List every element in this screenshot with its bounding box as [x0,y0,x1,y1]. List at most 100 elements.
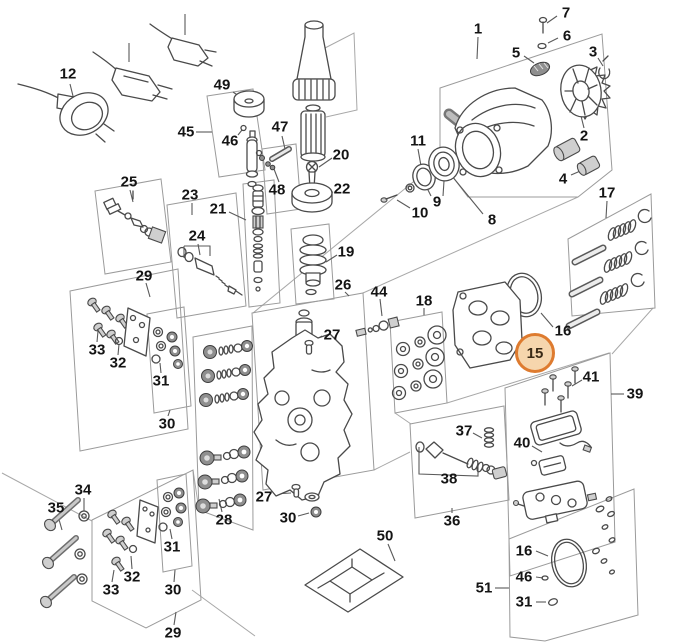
spring-pin-clip-set-17 [565,208,652,330]
group-box-36 [409,405,510,519]
fan-wheel [560,64,611,120]
seal-kit-51 [541,496,616,606]
pin-clips-47-48 [255,146,292,171]
part-callout-25: 25 [120,173,138,191]
part-callout-33: 33 [102,581,120,599]
part-callout-34: 34 [74,481,92,499]
part-callout-10: 10 [411,204,429,222]
part-callout-12: 12 [59,65,77,83]
oring-nut-group-31-upper [151,326,183,369]
power-plug-schuko [17,83,115,143]
part-callout-4: 4 [558,170,568,188]
part-callout-19: 19 [337,243,355,261]
group-box-29-lower [91,469,202,629]
part-callout-22: 22 [333,180,351,198]
spindle-parts-45-46 [240,124,259,188]
part-callout-31: 31 [515,593,533,611]
part-callout-2: 2 [579,127,589,145]
part-callout-33: 33 [88,341,106,359]
hose-connector-19 [299,234,327,296]
valve-assembly-23-24 [177,245,243,296]
part-callout-31: 31 [163,538,181,556]
group-box-28 [192,325,254,531]
plug-27-lower [291,483,301,498]
part-callout-17: 17 [598,184,616,202]
connector-rails [1,32,654,637]
cap-nut-30-lower [304,492,322,518]
group-box-51 [508,488,639,642]
filter-insert [300,104,326,162]
part-callout-9: 9 [432,193,442,211]
part-callout-49: 49 [213,76,231,94]
part-callout-24: 24 [188,227,206,245]
group-box-25 [94,178,172,275]
group-box-21 [242,179,281,308]
part-callout-32: 32 [109,354,127,372]
switch-assembly-39-40-41 [512,366,598,524]
part-callout-46: 46 [515,568,533,586]
part-callout-37: 37 [455,422,473,440]
part-callout-45: 45 [177,123,195,141]
group-box-39 [504,352,616,577]
grommet-part-22 [291,182,333,213]
part-callout-16: 16 [515,542,533,560]
group-box-45 [206,88,266,178]
part-callout-16: 16 [554,322,572,340]
part-callout-3: 3 [588,43,598,61]
part-callout-15-selected[interactable]: 15 [515,333,555,373]
part-callout-20: 20 [332,146,350,164]
part-callout-44: 44 [370,283,388,301]
part-callout-46: 46 [221,132,239,150]
power-plug-flat-pin [149,23,217,67]
cylinder-head-15 [452,281,523,369]
piston-seal-grid-18 [391,325,447,401]
group-box-29-upper [69,268,189,452]
motor-small-parts [529,16,611,176]
part-callout-48: 48 [268,181,286,199]
part-callout-30: 30 [158,415,176,433]
part-callout-32: 32 [123,568,141,586]
motor-assembly [443,87,553,178]
part-callout-28: 28 [215,511,233,529]
part-callout-18: 18 [415,292,433,310]
part-callout-39: 39 [626,385,644,403]
part-callout-47: 47 [271,118,289,136]
part-callout-30: 30 [164,581,182,599]
bolts-washers-34-35 [40,497,90,609]
part-callout-5: 5 [511,44,521,62]
part-callout-11: 11 [410,132,426,150]
part-callout-50: 50 [376,527,394,545]
group-box-23 [166,192,247,319]
group-box-19 [290,223,335,305]
screw-plate-group-29-lower [102,499,159,572]
part-callout-35: 35 [47,499,65,517]
inlet-coupling [292,20,336,101]
group-box-30-upper [146,306,192,414]
fitting-set-44 [355,316,400,337]
power-plug-euro [92,51,173,102]
group-box-18 [389,311,448,414]
group-box-30-lower [156,473,193,573]
valve-grid-28 [195,340,253,514]
part-callout-30: 30 [279,509,297,527]
part-callout-51: 51 [475,579,493,597]
screws-41 [541,366,579,413]
bearing-pulley-group [380,146,460,203]
oring-nut-group-31-lower [158,487,187,532]
part-callout-36: 36 [443,512,461,530]
part-callout-26: 26 [334,276,352,294]
gasket-sheet-50 [304,548,404,613]
part-callout-38: 38 [440,470,458,488]
part-callout-31: 31 [152,372,170,390]
screw-plate-group-29-upper [87,297,151,357]
part-callout-27: 27 [323,326,341,344]
valve-assembly-25 [103,190,167,244]
valve-stack-21 [251,184,265,292]
part-callout-6: 6 [562,27,572,45]
part-callout-41: 41 [582,368,600,386]
part-callout-23: 23 [181,186,199,204]
part-callout-40: 40 [513,434,531,452]
